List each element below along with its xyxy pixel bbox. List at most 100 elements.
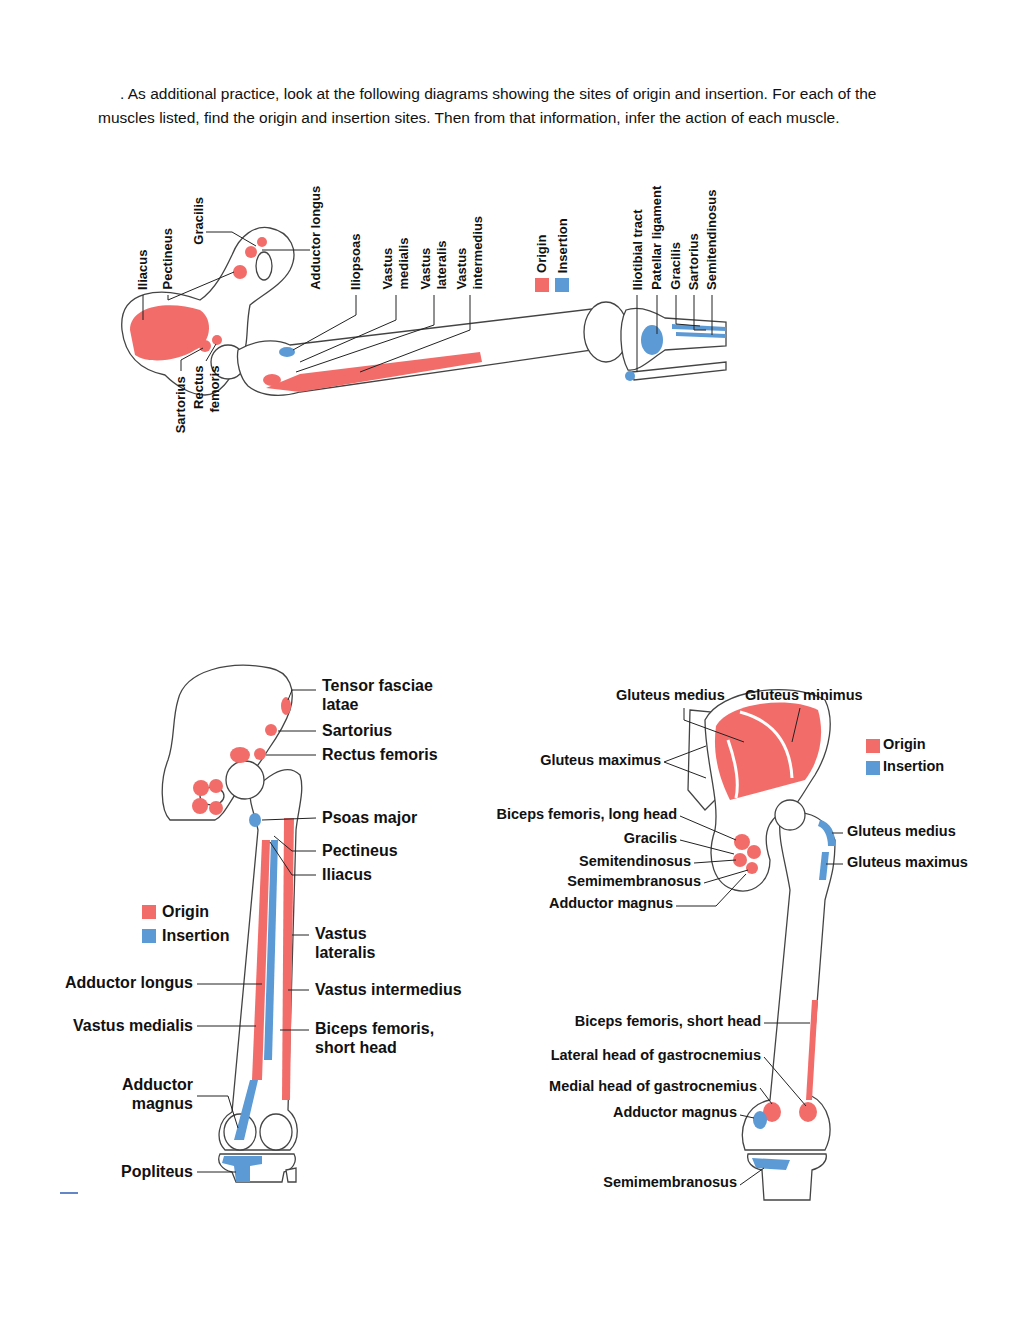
- label-slot: Gracilis: [624, 830, 677, 847]
- origin-patch: [257, 237, 267, 247]
- label-slot: Gluteus medius: [847, 823, 956, 840]
- legend-text: Origin: [883, 736, 926, 753]
- leader-line: [360, 295, 470, 372]
- label-slot: Sartorius: [686, 233, 702, 290]
- insertion-patch: [234, 1080, 258, 1140]
- label-slot: Adductor magnus: [105, 1075, 193, 1113]
- label-slot: Pectineus: [160, 229, 176, 290]
- leader-line: [680, 840, 734, 854]
- leader-line: [296, 295, 434, 372]
- muscle-label: Adductor longus: [308, 186, 324, 290]
- legend-swatch: [535, 278, 549, 292]
- muscle-label: Gracilis: [624, 830, 677, 847]
- instruction-text: . As additional practice, look at the fo…: [98, 82, 898, 130]
- muscle-label: Adductor magnus: [613, 1104, 737, 1121]
- origin-patch: [212, 335, 222, 345]
- label-slot: Vastus lateralis: [418, 228, 449, 290]
- muscle-label: Gluteus maximus: [540, 752, 661, 769]
- legend-swatch: [142, 929, 156, 943]
- label-slot: Iliopsoas: [348, 234, 364, 290]
- muscle-label: Vastus medialis: [380, 228, 411, 290]
- label-slot: Adductor longus: [308, 186, 324, 290]
- leader-line: [712, 295, 713, 335]
- muscle-label: Biceps femoris, short head: [315, 1019, 455, 1057]
- label-slot: Semitendinosus: [579, 853, 691, 870]
- bone: [226, 761, 264, 799]
- muscle-label: Adductor magnus: [105, 1075, 193, 1113]
- label-slot: Psoas major: [322, 808, 417, 827]
- label-slot: Iliotibial tract: [629, 209, 645, 290]
- muscle-label: Adductor magnus: [549, 895, 673, 912]
- muscle-label: Iliopsoas: [348, 234, 364, 290]
- origin-patch: [230, 747, 250, 763]
- label-slot: Adductor magnus: [613, 1104, 737, 1121]
- muscle-label: Vastus intermedius: [315, 980, 462, 999]
- label-slot: Medial head of gastrocnemius: [549, 1078, 757, 1095]
- origin-patch: [193, 780, 209, 796]
- origin-patch: [233, 265, 247, 279]
- origin-patch: [734, 834, 750, 850]
- leader-line: [197, 984, 262, 985]
- leader-line: [206, 232, 256, 246]
- muscle-label: Biceps femoris, short head: [575, 1013, 761, 1030]
- label-slot: Biceps femoris, short head: [315, 1019, 455, 1057]
- label-slot: Rectus femoris: [191, 366, 222, 426]
- legend-swatch: [866, 761, 880, 775]
- leader-line: [168, 272, 234, 300]
- bone: [237, 308, 606, 395]
- leader-line: [143, 295, 144, 320]
- legend-text: Insertion: [883, 758, 944, 775]
- muscle-label: Vastus lateralis: [315, 924, 397, 962]
- label-slot: Gluteus maximus: [540, 752, 661, 769]
- muscle-label: Biceps femoris, long head: [497, 806, 678, 823]
- leader-line: [764, 1057, 806, 1106]
- leader-line: [664, 762, 706, 778]
- origin-patch: [799, 1102, 817, 1122]
- link-mark: [60, 1192, 78, 1194]
- leader-line: [657, 295, 658, 334]
- leader-line: [270, 842, 316, 875]
- muscle-label: Psoas major: [322, 808, 417, 827]
- bone: [632, 362, 726, 380]
- label-slot: Rectus femoris: [322, 745, 438, 764]
- muscle-label: Tensor fasciae latae: [322, 676, 450, 714]
- origin-patch: [282, 818, 294, 1100]
- leader-line: [637, 295, 638, 372]
- label-slot: Semimembranosus: [603, 1174, 737, 1191]
- leader-line: [676, 295, 700, 326]
- leader-line: [764, 1023, 810, 1024]
- origin-patch: [746, 862, 758, 874]
- label-slot: Biceps femoris, long head: [497, 806, 678, 823]
- muscle-label: Gracilis: [191, 197, 207, 245]
- leader-line: [280, 1030, 309, 1031]
- muscle-label: Gluteus medius: [847, 823, 956, 840]
- muscle-label: Semimembranosus: [567, 873, 701, 890]
- leader-line: [680, 816, 736, 840]
- muscle-label: Gluteus maximus: [847, 854, 968, 871]
- bone: [219, 770, 302, 1150]
- leader-line: [740, 1168, 764, 1185]
- label-slot: Gluteus medius: [616, 687, 725, 704]
- leader-line: [664, 746, 706, 762]
- muscle-label: Medial head of gastrocnemius: [549, 1078, 757, 1095]
- legend-swatch: [866, 739, 880, 753]
- origin-patch: [266, 352, 482, 392]
- label-slot: Gluteus maximus: [847, 854, 968, 871]
- origin-patch: [263, 374, 281, 386]
- leader-line: [300, 295, 396, 362]
- bone: [286, 1168, 296, 1182]
- label-slot: Sartorius: [173, 376, 189, 433]
- origin-patch: [209, 801, 223, 815]
- legend-slot: Insertion: [162, 926, 230, 945]
- label-slot: Lateral head of gastrocnemius: [551, 1047, 761, 1064]
- label-slot: Iliacus: [135, 250, 151, 290]
- label-slot: Tensor fasciae latae: [322, 676, 450, 714]
- label-slot: Vastus medialis: [73, 1016, 193, 1035]
- muscle-label: Pectineus: [160, 229, 176, 290]
- insertion-patch: [753, 1111, 767, 1129]
- legend-swatch: [142, 905, 156, 919]
- muscle-label: Semitendinosus: [704, 190, 720, 290]
- label-slot: Sartorius: [322, 721, 392, 740]
- label-slot: Gracilis: [191, 197, 207, 245]
